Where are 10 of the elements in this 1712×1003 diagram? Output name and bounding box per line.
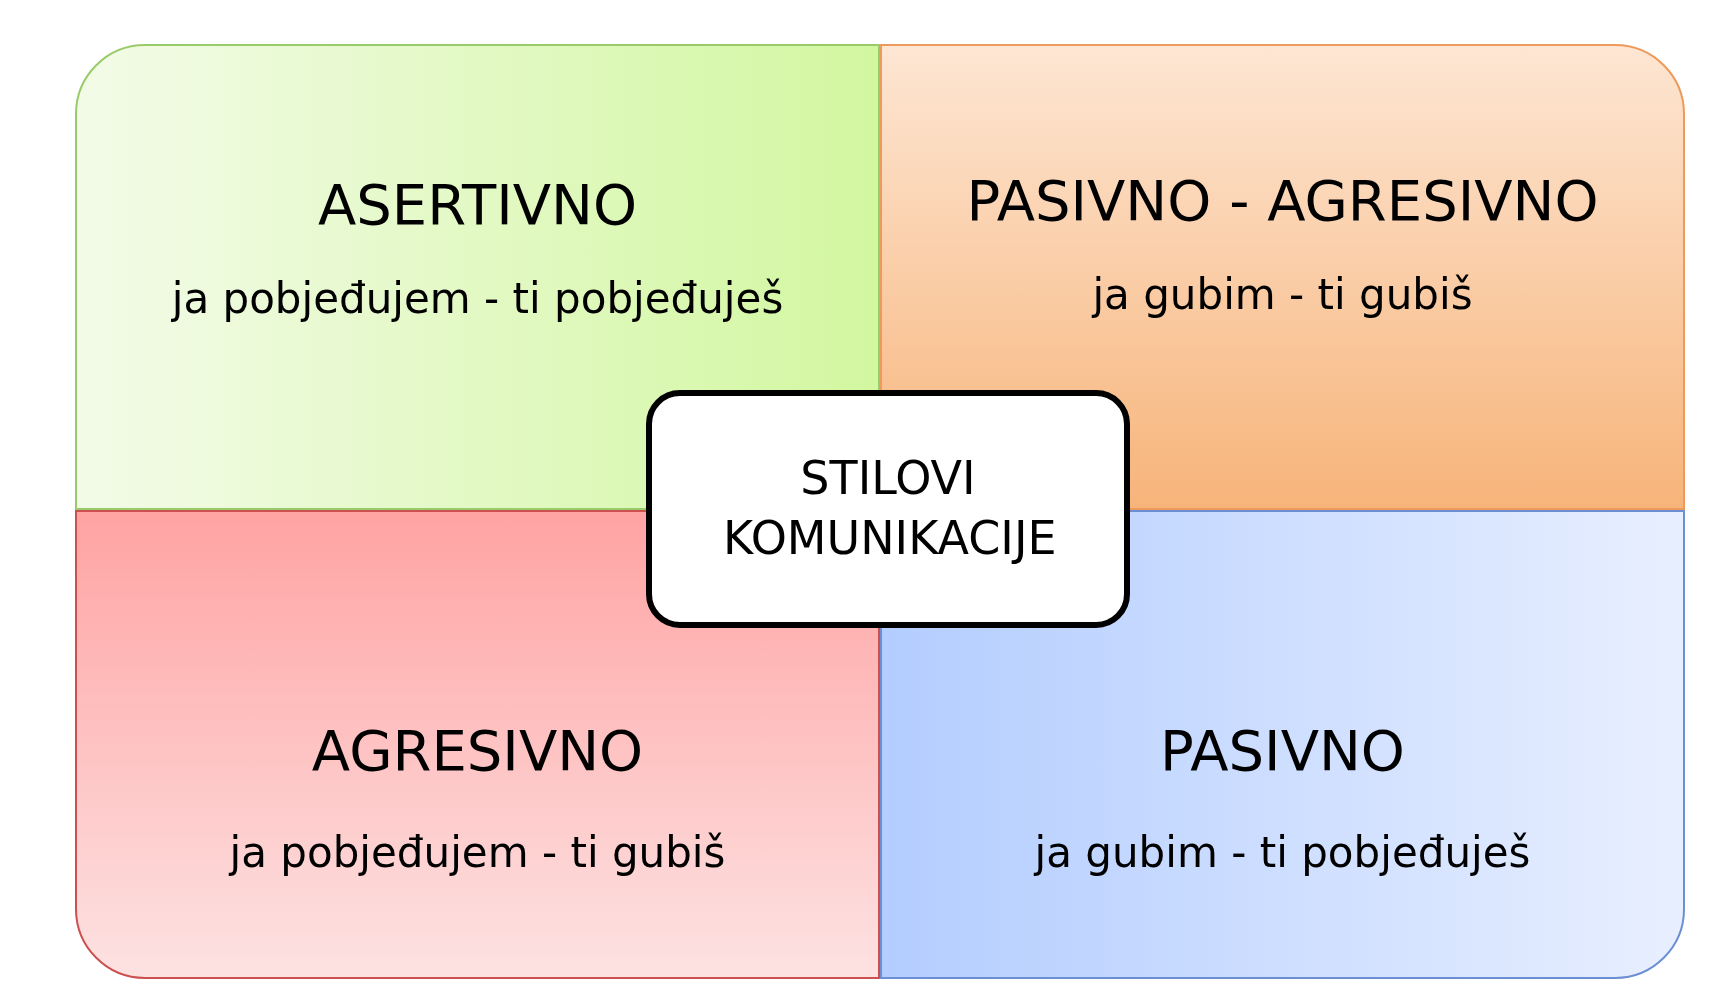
quadrant-heading: PASIVNO	[1160, 718, 1405, 783]
quadrant-heading: AGRESIVNO	[311, 718, 644, 783]
center-box	[646, 390, 1130, 628]
quadrant-heading: ASERTIVNO	[317, 172, 638, 237]
quadrant-subtitle: ja gubim - ti gubiš	[1092, 270, 1473, 319]
center-title: STILOVI KOMUNIKACIJE	[723, 450, 1053, 567]
quadrant-subtitle: ja pobjeđujem - ti pobjeđuješ	[171, 274, 784, 323]
quadrant-subtitle: ja pobjeđujem - ti gubiš	[229, 828, 726, 877]
quadrant-subtitle: ja gubim - ti pobjeđuješ	[1034, 828, 1531, 877]
quadrant-heading: PASIVNO - AGRESIVNO	[966, 168, 1599, 233]
